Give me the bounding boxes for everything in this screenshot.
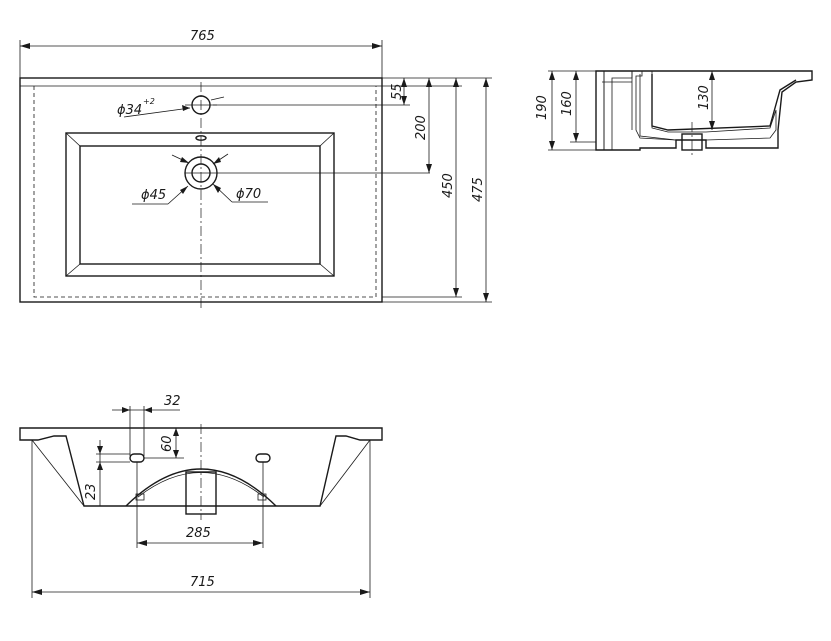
inner-depth-label: 450	[441, 173, 456, 198]
hole-diameter-label: ϕ34	[117, 103, 142, 118]
bracket-distance-label: 285	[186, 526, 211, 541]
bowl-inner	[79, 145, 321, 265]
section-outline	[595, 70, 813, 151]
bracket-height-label: 60	[160, 435, 175, 452]
bracket-right	[255, 453, 271, 463]
bracket-spacing-label: 32	[164, 394, 181, 409]
bowl-outer	[65, 132, 335, 277]
overflow-hole	[195, 135, 207, 141]
section-bowl-label: 130	[697, 85, 712, 110]
total-depth-label: 475	[471, 177, 486, 202]
bowl-depth-label: 200	[414, 115, 429, 140]
hidden-edge-line	[33, 86, 377, 298]
front-offset-label: 23	[84, 483, 99, 500]
section-view: 190 160 130	[535, 70, 813, 156]
drain-outer-label: ϕ70	[236, 187, 261, 202]
plan-view: ϕ45 ϕ70 ϕ34 +2 765 55 200 4	[19, 29, 492, 308]
section-mid-label: 160	[560, 91, 575, 116]
hole-tolerance-label: +2	[143, 97, 155, 106]
top-width-label: 765	[190, 29, 215, 44]
section-height-label: 190	[535, 95, 550, 120]
hole-offset-label: 55	[390, 83, 405, 100]
bottom-width-label: 715	[190, 575, 215, 590]
bracket-left	[129, 453, 145, 463]
front-view: 32 60 23 285 715	[19, 394, 383, 598]
drain-inner-label: ϕ45	[141, 188, 166, 203]
